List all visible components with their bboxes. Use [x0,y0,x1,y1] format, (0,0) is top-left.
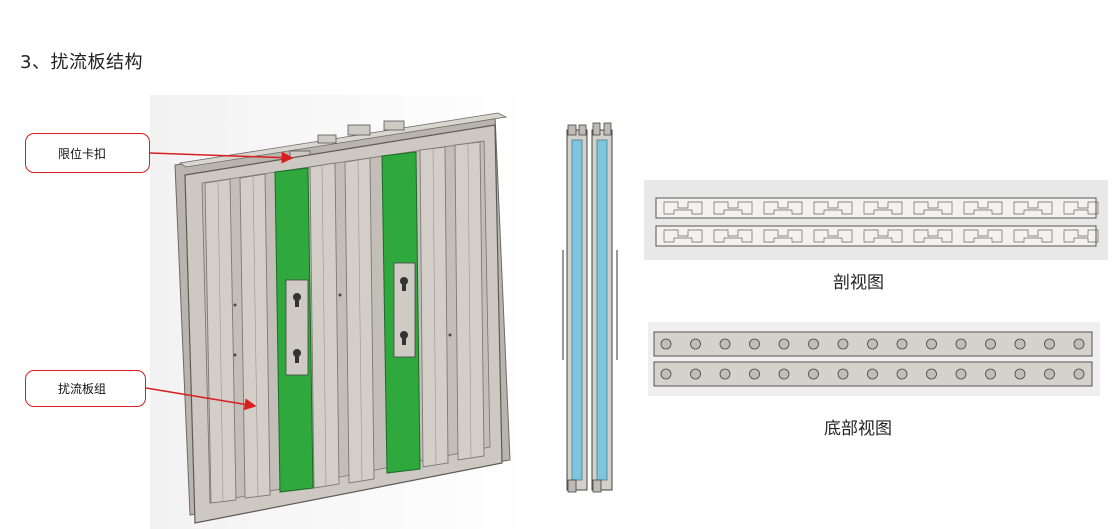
bottom-hole [1014,338,1026,350]
bottom-hole [1073,368,1085,380]
bottom-hole [1044,368,1055,380]
bottom-hole [1073,338,1085,350]
slide-title: 3、扰流板结构 [20,52,143,73]
bottom-hole [896,338,908,350]
arrow-to-clip [149,151,294,164]
section-view-caption: 剖视图 [833,273,884,293]
bottom-hole [719,368,731,380]
section-view [644,180,1108,260]
callout-clip: 限位卡扣 [25,133,150,173]
callout-group: 扰流板组 [25,370,146,407]
assembly-iso-view [150,95,530,529]
bottom-hole [1014,368,1026,380]
bottom-hole [690,338,701,350]
bottom-hole [955,338,967,350]
bottom-hole [690,368,701,380]
bottom-hole [867,338,878,350]
arrow-to-group [145,387,257,411]
bottom-hole [719,338,731,350]
bottom-hole [837,338,849,350]
bottom-hole [926,338,937,350]
bottom-hole [660,338,672,350]
bottom-hole [808,368,819,380]
bottom-hole [837,368,849,380]
bottom-view-caption: 底部视图 [824,419,892,439]
bottom-hole [985,338,996,350]
callout-group-label: 扰流板组 [58,382,107,396]
bottom-hole [1044,338,1055,350]
bottom-hole [749,368,760,380]
bottom-hole [896,368,908,380]
bottom-hole [985,368,996,380]
bottom-hole [778,338,790,350]
bottom-hole [749,338,760,350]
bottom-hole [808,338,819,350]
bottom-hole [926,368,937,380]
callout-clip-label: 限位卡扣 [58,146,107,161]
bottom-hole [660,368,672,380]
bottom-view [648,322,1100,396]
side-view [562,122,618,493]
bottom-hole [778,368,790,380]
bottom-hole [867,368,878,380]
bottom-hole [955,368,967,380]
